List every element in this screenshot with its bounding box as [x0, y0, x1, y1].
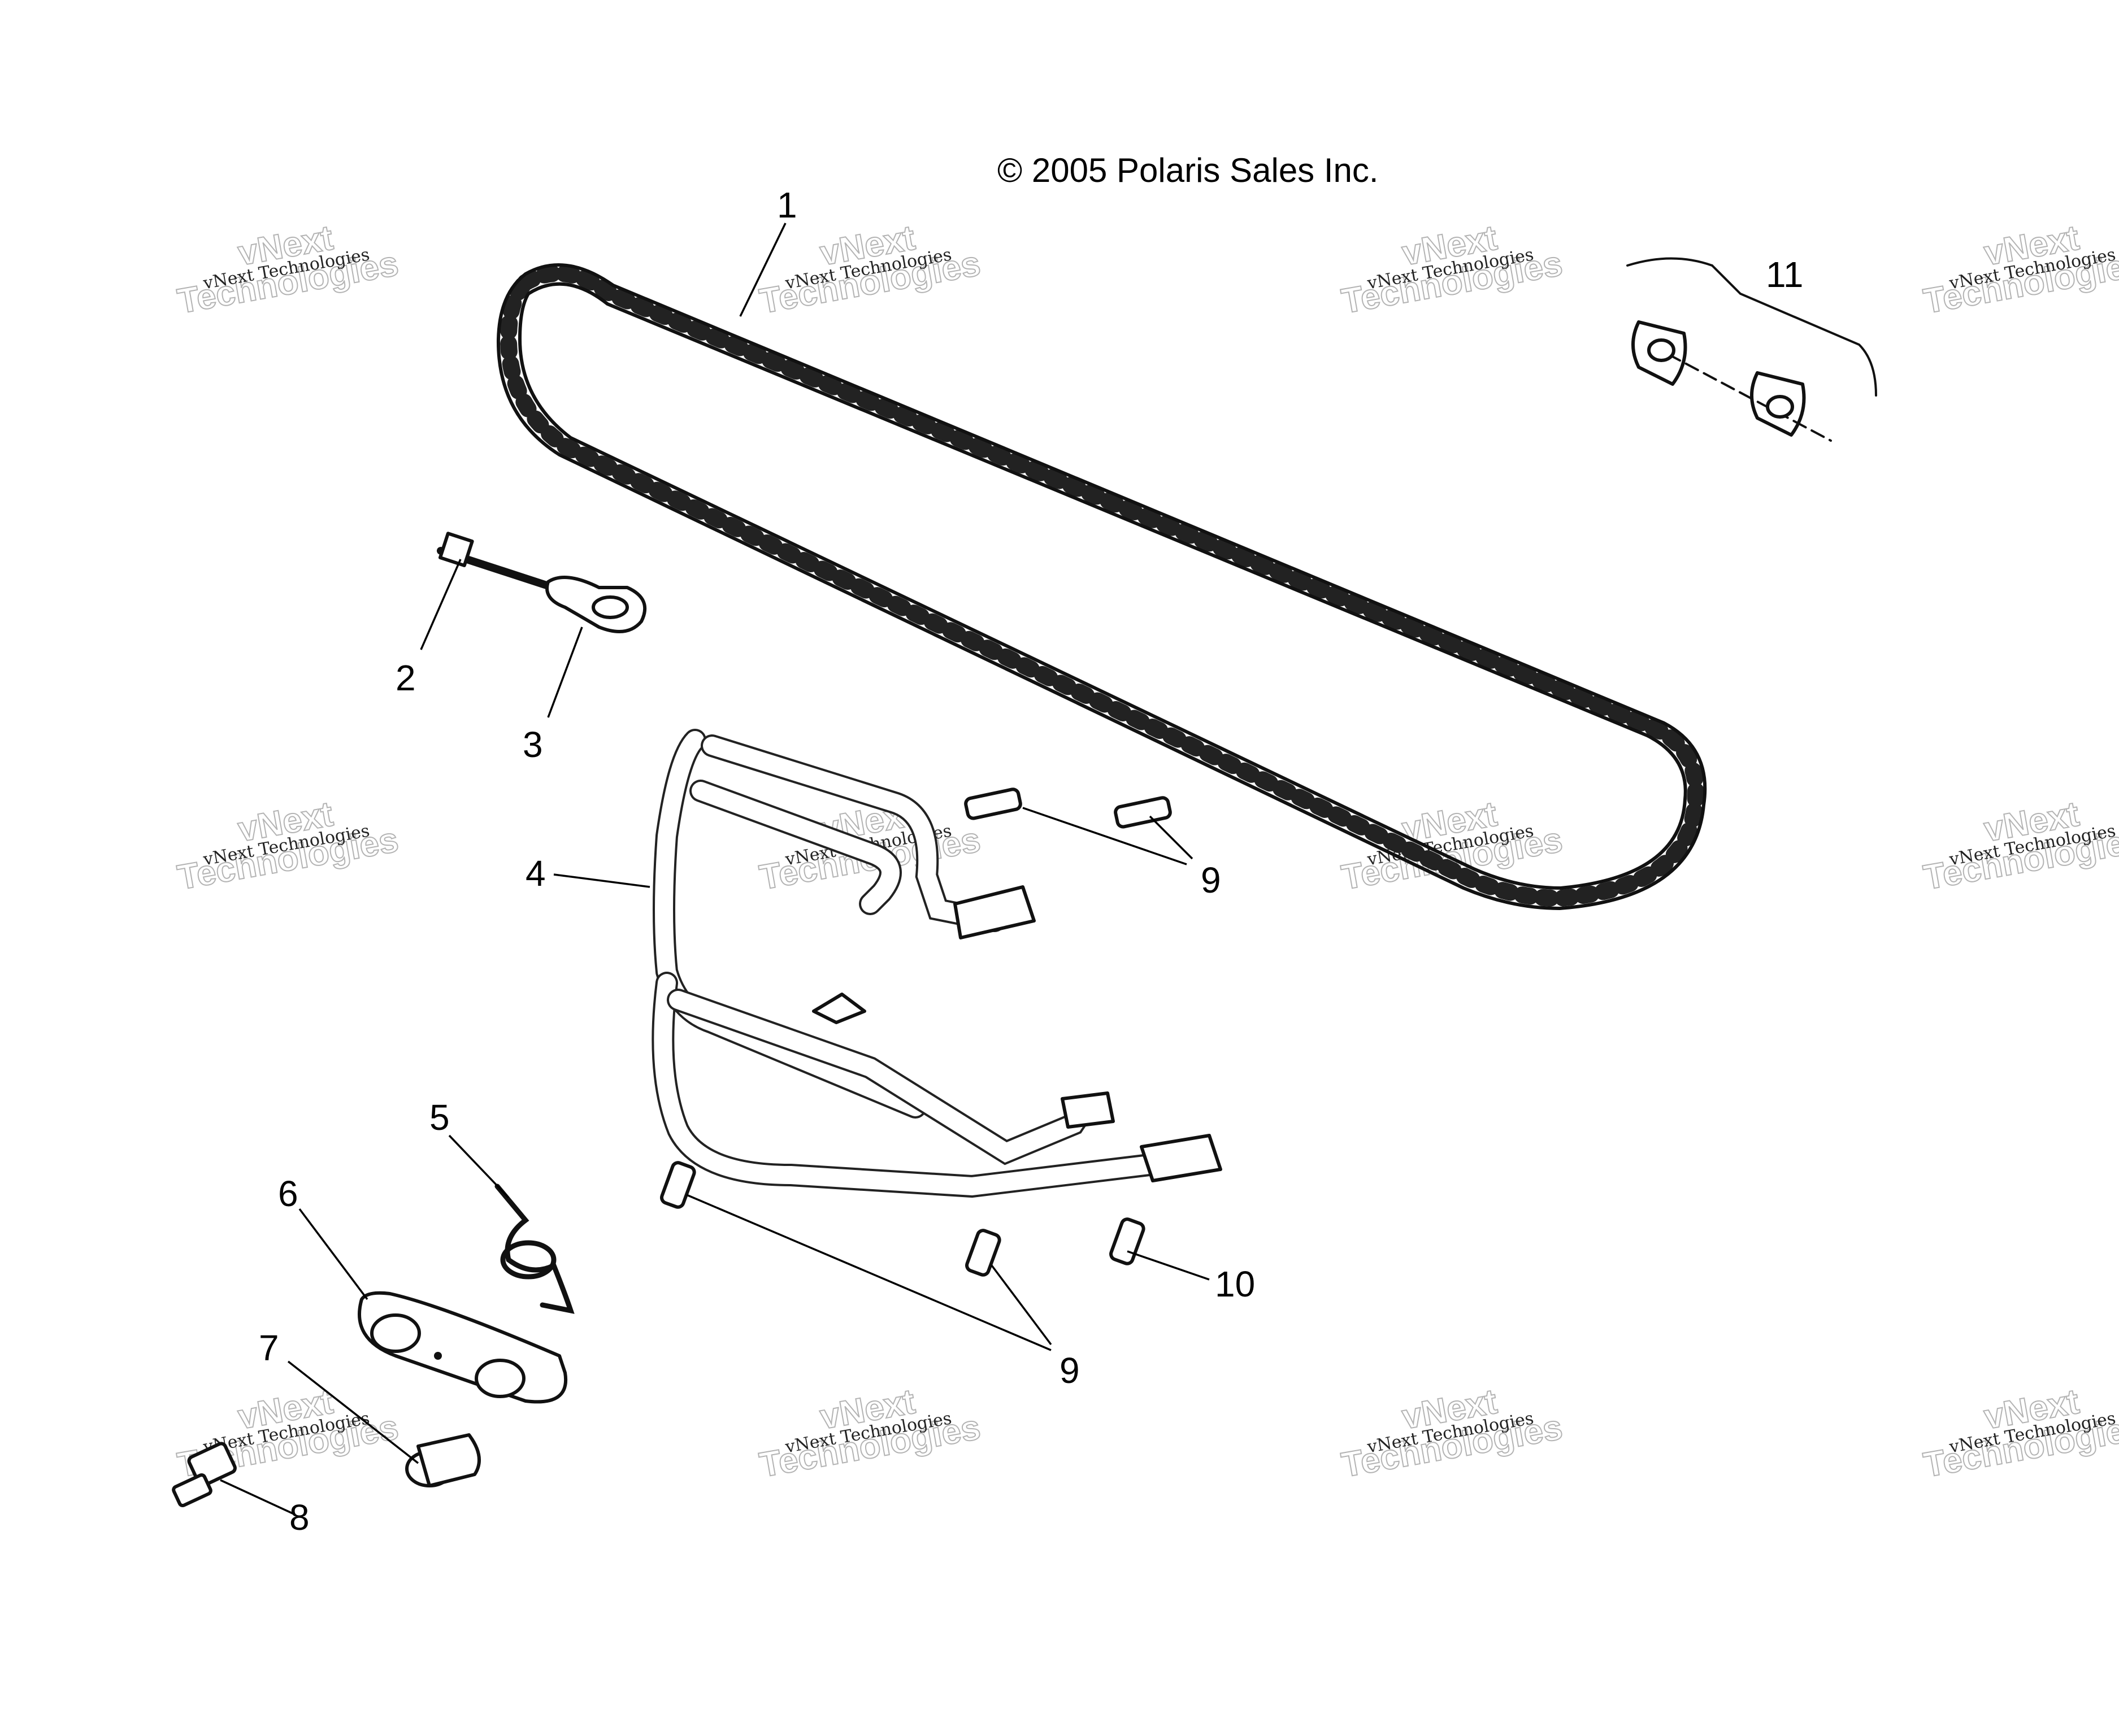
tensioner-spring — [494, 1184, 575, 1314]
callout-4: 4 — [526, 853, 546, 894]
callout-1: 1 — [777, 185, 797, 225]
callout-3: 3 — [523, 724, 543, 765]
callout-10: 10 — [1215, 1264, 1255, 1304]
callout-6: 6 — [278, 1173, 298, 1214]
callout-9-lower: 9 — [1060, 1350, 1080, 1391]
copyright-text: © 2005 Polaris Sales Inc. — [997, 151, 1379, 189]
callout-8: 8 — [289, 1497, 310, 1538]
callout-7: 7 — [259, 1328, 279, 1368]
bolts-lower — [660, 1161, 1145, 1277]
bolts-upper — [964, 787, 1172, 829]
callout-11: 11 — [1766, 254, 1803, 295]
tensioner-bolt — [172, 1442, 237, 1508]
callout-5: 5 — [429, 1097, 450, 1138]
callouts: 1 2 3 4 5 6 7 8 9 9 9 10 11 — [259, 185, 1803, 1538]
drive-chain — [496, 263, 1707, 911]
master-link — [1626, 257, 1877, 442]
callout-9-upper: 9 — [1201, 860, 1221, 900]
callout-2: 2 — [396, 658, 416, 698]
chain-adjuster — [437, 532, 647, 633]
chain-guard — [652, 729, 1222, 1198]
tensioner-arm — [358, 1291, 568, 1404]
tensioner-roller — [405, 1433, 481, 1487]
leader-lines — [220, 223, 1210, 1515]
